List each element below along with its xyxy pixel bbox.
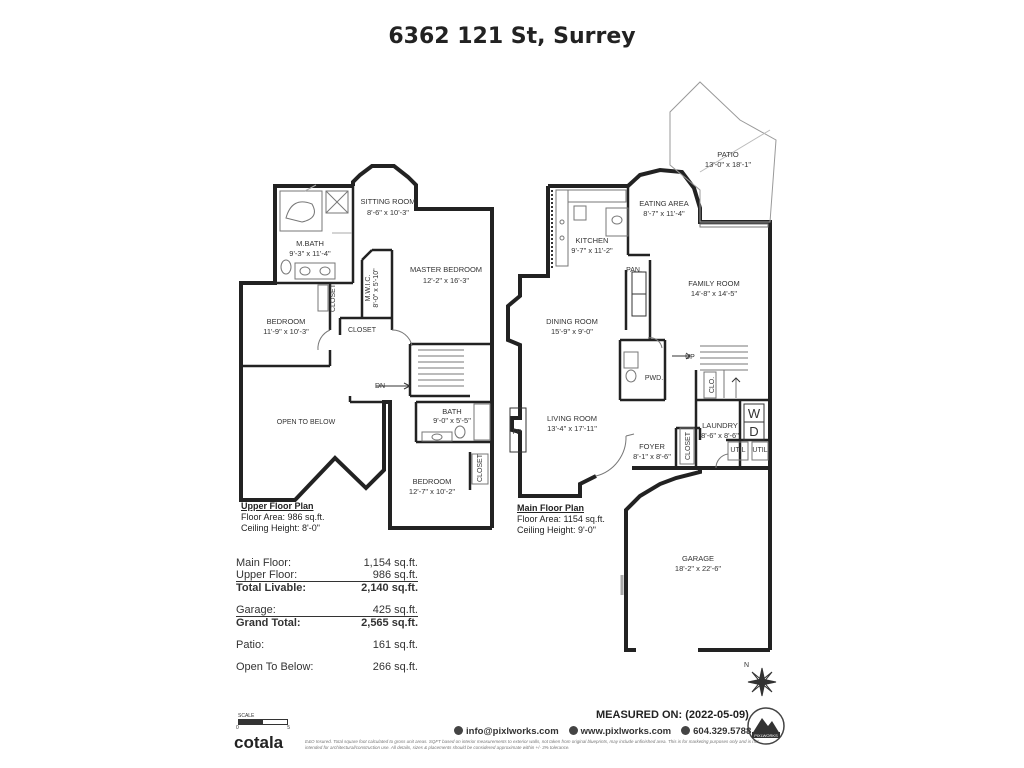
- main-floor-ceiling: Ceiling Height: 9'-0": [517, 525, 596, 535]
- upper-bedroom2-dim: 12'-7" x 10'-2": [409, 487, 455, 496]
- scale-bar: [238, 719, 288, 725]
- main-laundry-label: LAUNDRY: [702, 421, 738, 430]
- north-arrow-icon: [747, 667, 777, 697]
- upper-dn-label: DN: [375, 383, 385, 390]
- summary-row: Open To Below:266 sq.ft.: [236, 661, 418, 673]
- main-kitchen-dim: 9'-7" x 11'-2": [571, 246, 613, 255]
- upper-open-to-below-label: OPEN TO BELOW: [277, 419, 336, 426]
- upper-floor-heading: Upper Floor Plan: [241, 501, 314, 511]
- disclaimer-text: E&O Insured. Total square foot calculate…: [305, 739, 759, 750]
- upper-master-bedroom-label: MASTER BEDROOM: [410, 265, 482, 274]
- main-patio-label: PATIO: [717, 150, 739, 159]
- main-family-room-label: FAMILY ROOM: [688, 279, 739, 288]
- email-contact[interactable]: info@pixlworks.com: [454, 726, 559, 737]
- upper-closet-c-label: CLOSET: [477, 453, 484, 482]
- main-pan-label: PAN.: [626, 267, 642, 274]
- upper-bedroom1-label: BEDROOM: [267, 317, 306, 326]
- summary-row: Main Floor:1,154 sq.ft.: [236, 557, 418, 569]
- main-floor-area: Floor Area: 1154 sq.ft.: [517, 514, 605, 524]
- main-foyer-label: FOYER: [639, 442, 665, 451]
- measured-on-date: MEASURED ON: (2022-05-09): [596, 709, 749, 721]
- main-up-label: UP: [685, 354, 695, 361]
- summary-row: Patio:161 sq.ft.: [236, 639, 418, 651]
- main-util2-label: UTIL: [752, 447, 767, 454]
- main-pwd-label: PWD.: [645, 375, 663, 382]
- web-contact[interactable]: www.pixlworks.com: [568, 726, 671, 737]
- area-summary-table: Main Floor:1,154 sq.ft. Upper Floor:986 …: [236, 557, 418, 673]
- svg-text:PIXLWORKS: PIXLWORKS: [754, 733, 778, 738]
- main-living-room-dim: 13'-4" x 17'-11": [547, 424, 597, 433]
- upper-sitting-room-dim: 8'-6" x 10'-3": [367, 208, 409, 217]
- upper-bath-dim: 9'-0" x 5'-5": [433, 416, 471, 425]
- main-floor-info: Main Floor Plan Floor Area: 1154 sq.ft. …: [517, 503, 605, 536]
- upper-floor-info: Upper Floor Plan Floor Area: 986 sq.ft. …: [241, 501, 325, 534]
- upper-mwic-label: M.W.I.C.: [365, 275, 372, 302]
- main-closet-label: CLOSET: [685, 431, 692, 460]
- main-laundry-dim: 8'-6" x 8'-6": [701, 431, 739, 440]
- upper-sitting-room-label: SITTING ROOM: [361, 197, 416, 206]
- main-dining-room-dim: 15'-9" x 9'-0": [551, 327, 593, 336]
- summary-row: Grand Total:2,565 sq.ft.: [236, 617, 418, 629]
- main-garage-dim: 18'-2" x 22'-6": [675, 564, 721, 573]
- upper-floor-area: Floor Area: 986 sq.ft.: [241, 512, 325, 522]
- phone-contact[interactable]: 604.329.5788: [681, 726, 751, 737]
- main-living-room-label: LIVING ROOM: [547, 414, 597, 423]
- summary-row: Total Livable:2,140 sq.ft.: [236, 582, 418, 594]
- upper-floor-fixtures: [279, 184, 491, 485]
- main-util1-label: UTIL: [730, 447, 745, 454]
- main-floor-heading: Main Floor Plan: [517, 503, 585, 513]
- main-fp-label: FP: [513, 429, 522, 436]
- page-title: 6362 121 St, Surrey: [388, 24, 636, 49]
- main-patio-dim: 13'-0" x 18'-1": [705, 160, 751, 169]
- upper-closet-a-label: CLOSET: [330, 283, 337, 312]
- main-clo-label: CLO.: [709, 377, 716, 393]
- north-label: N: [744, 662, 750, 669]
- upper-mbath-label: M.BATH: [296, 239, 324, 248]
- main-eating-area-label: EATING AREA: [639, 199, 688, 208]
- upper-floor-ceiling: Ceiling Height: 8'-0": [241, 523, 320, 533]
- main-family-room-dim: 14'-8" x 14'-5": [691, 289, 737, 298]
- upper-floor-inner-walls: [241, 186, 492, 490]
- upper-bath-label: BATH: [442, 407, 461, 416]
- main-washer-label: W: [748, 406, 761, 421]
- email-icon: [454, 726, 463, 735]
- main-foyer-dim: 8'-1" x 8'-6": [633, 452, 671, 461]
- globe-icon: [568, 726, 578, 735]
- main-dining-room-label: DINING ROOM: [546, 317, 598, 326]
- main-kitchen-label: KITCHEN: [576, 236, 609, 245]
- contact-bar: info@pixlworks.com www.pixlworks.com 604…: [454, 726, 751, 737]
- upper-closet-b-label: CLOSET: [348, 327, 377, 334]
- upper-mwic-dim: 8'-0" x 5'-10": [373, 268, 380, 308]
- upper-mbath-dim: 9'-3" x 11'-4": [289, 249, 331, 258]
- summary-row: Garage:425 sq.ft.: [236, 604, 418, 617]
- upper-floor-walls: [239, 164, 494, 530]
- main-floor-fixtures: [509, 129, 771, 595]
- scale-label: SCALE: [238, 713, 255, 719]
- scale-arrow: [672, 352, 691, 360]
- patio-outline: [669, 81, 777, 223]
- summary-row: Upper Floor:986 sq.ft.: [236, 569, 418, 582]
- main-eating-area-dim: 8'-7" x 11'-4": [643, 209, 685, 218]
- main-dryer-label: D: [749, 424, 758, 439]
- main-floor-walls: [506, 167, 772, 652]
- cotala-logo: cotala: [234, 733, 284, 752]
- pixlworks-logo-icon: PIXLWORKS: [747, 707, 785, 745]
- upper-bedroom1-dim: 11'-9" x 10'-3": [263, 327, 309, 336]
- upper-bedroom2-label: BEDROOM: [413, 477, 452, 486]
- upper-master-bedroom-dim: 12'-2" x 16'-3": [423, 276, 469, 285]
- main-floor-inner-walls: [618, 186, 770, 468]
- phone-icon: [681, 726, 691, 735]
- main-garage-label: GARAGE: [682, 554, 714, 563]
